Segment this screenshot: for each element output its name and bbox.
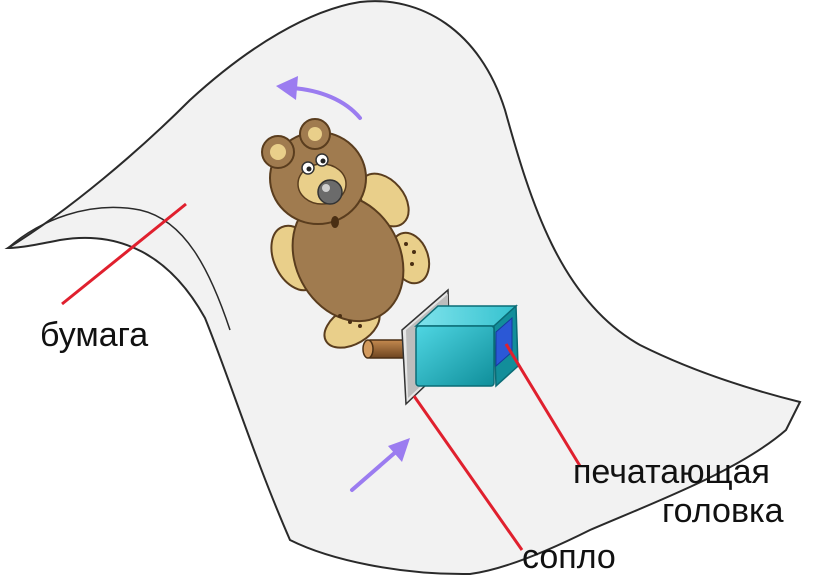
paper-curl-edge <box>7 206 231 331</box>
nozzle-leader-line <box>412 395 524 551</box>
paper-leader-line <box>61 202 187 306</box>
print-head-label-line2: головка <box>662 492 784 530</box>
nozzle-icon <box>362 339 409 359</box>
nozzle-label: сопло <box>522 538 616 576</box>
print-head-leader-line <box>504 343 582 467</box>
straight-arrow-icon <box>350 438 410 492</box>
paper-sheet <box>4 0 802 576</box>
paper-label: бумага <box>40 316 149 354</box>
print-head-icon <box>414 304 519 388</box>
print-head-label-line1: печатающая <box>573 453 770 491</box>
curved-arrow-icon <box>276 76 362 120</box>
bear-picture-icon <box>261 118 431 349</box>
